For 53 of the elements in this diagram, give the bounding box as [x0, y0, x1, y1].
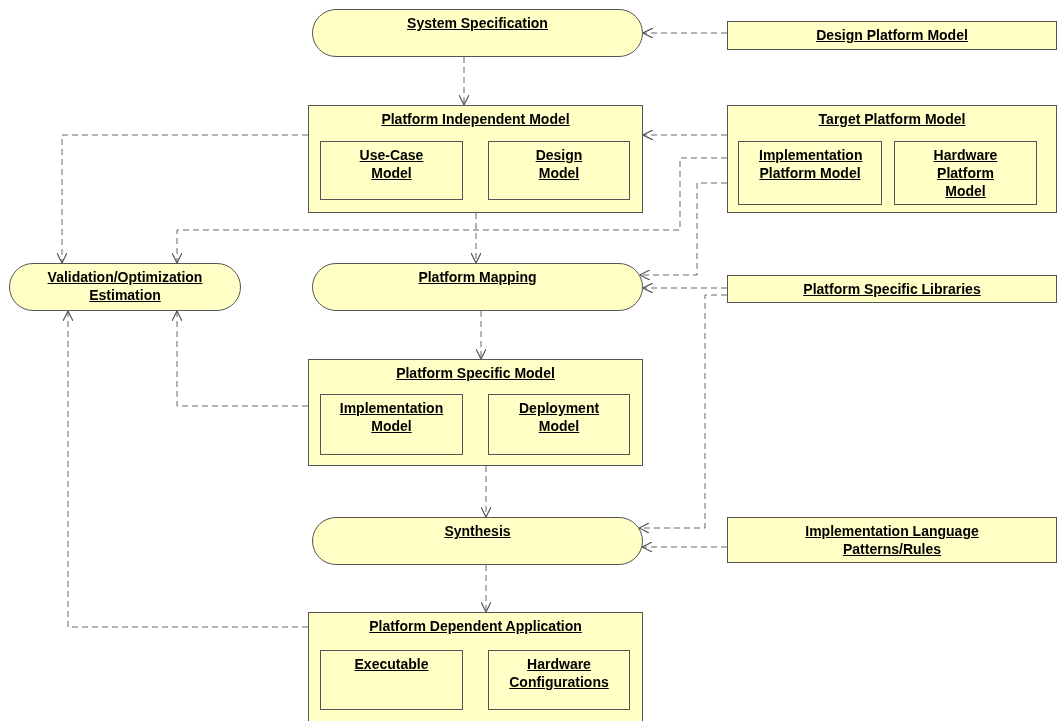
rounded-process-box [312, 517, 643, 565]
dashed-arrow [470, 212, 482, 264]
dashed-arrow [62, 310, 309, 628]
rounded-process-box [312, 9, 643, 57]
dashed-arrow [480, 465, 492, 518]
dashed-arrow [642, 129, 728, 141]
rounded-process-box [312, 263, 643, 311]
model-box [727, 275, 1057, 303]
node-title: Platform Specific Model [396, 365, 555, 381]
model-box [727, 21, 1057, 50]
dashed-arrow [642, 27, 728, 39]
node-title: Implementation Platform Model [759, 147, 863, 181]
dashed-arrow [641, 541, 728, 553]
dashed-arrow [171, 157, 728, 264]
node-title: System Specification [407, 15, 548, 31]
model-box [320, 650, 463, 710]
model-box [308, 105, 643, 213]
node-title: Implementation Language Patterns/Rules [805, 523, 979, 557]
node-title: Deployment Model [519, 400, 600, 434]
dashed-arrow [458, 56, 470, 106]
model-box [488, 141, 630, 200]
rounded-process-box [9, 263, 241, 311]
node-title: Hardware Configurations [509, 656, 609, 690]
model-box [308, 612, 643, 721]
node-title: Validation/Optimization Estimation [47, 269, 203, 303]
node-title: Platform Mapping [418, 269, 537, 285]
model-box [488, 650, 630, 710]
node-title: Executable [354, 656, 429, 672]
model-box [308, 359, 643, 466]
node-title: Implementation Model [339, 400, 444, 434]
model-box [727, 105, 1057, 213]
node-title: Synthesis [444, 523, 511, 539]
node-title: Design Model [535, 147, 583, 181]
model-box [320, 394, 463, 455]
node-title: Design Platform Model [816, 27, 968, 43]
model-box [738, 141, 882, 205]
node-title: Platform Specific Libraries [803, 281, 981, 297]
node-title: Platform Independent Model [381, 111, 570, 127]
model-box [320, 141, 463, 200]
dashed-arrow [480, 564, 492, 613]
dashed-arrow [639, 182, 728, 281]
dashed-arrow [475, 310, 487, 360]
model-box [488, 394, 630, 455]
model-box [727, 517, 1057, 563]
dashed-arrow [56, 134, 309, 264]
model-box [894, 141, 1037, 205]
dashed-arrow [638, 294, 728, 534]
node-title: Use-Case Model [359, 147, 424, 181]
node-title: Hardware Platform Model [933, 147, 998, 199]
dashed-arrow [171, 310, 309, 407]
node-title: Platform Dependent Application [369, 618, 582, 634]
dashed-arrow [642, 282, 728, 294]
node-title: Target Platform Model [818, 111, 966, 127]
